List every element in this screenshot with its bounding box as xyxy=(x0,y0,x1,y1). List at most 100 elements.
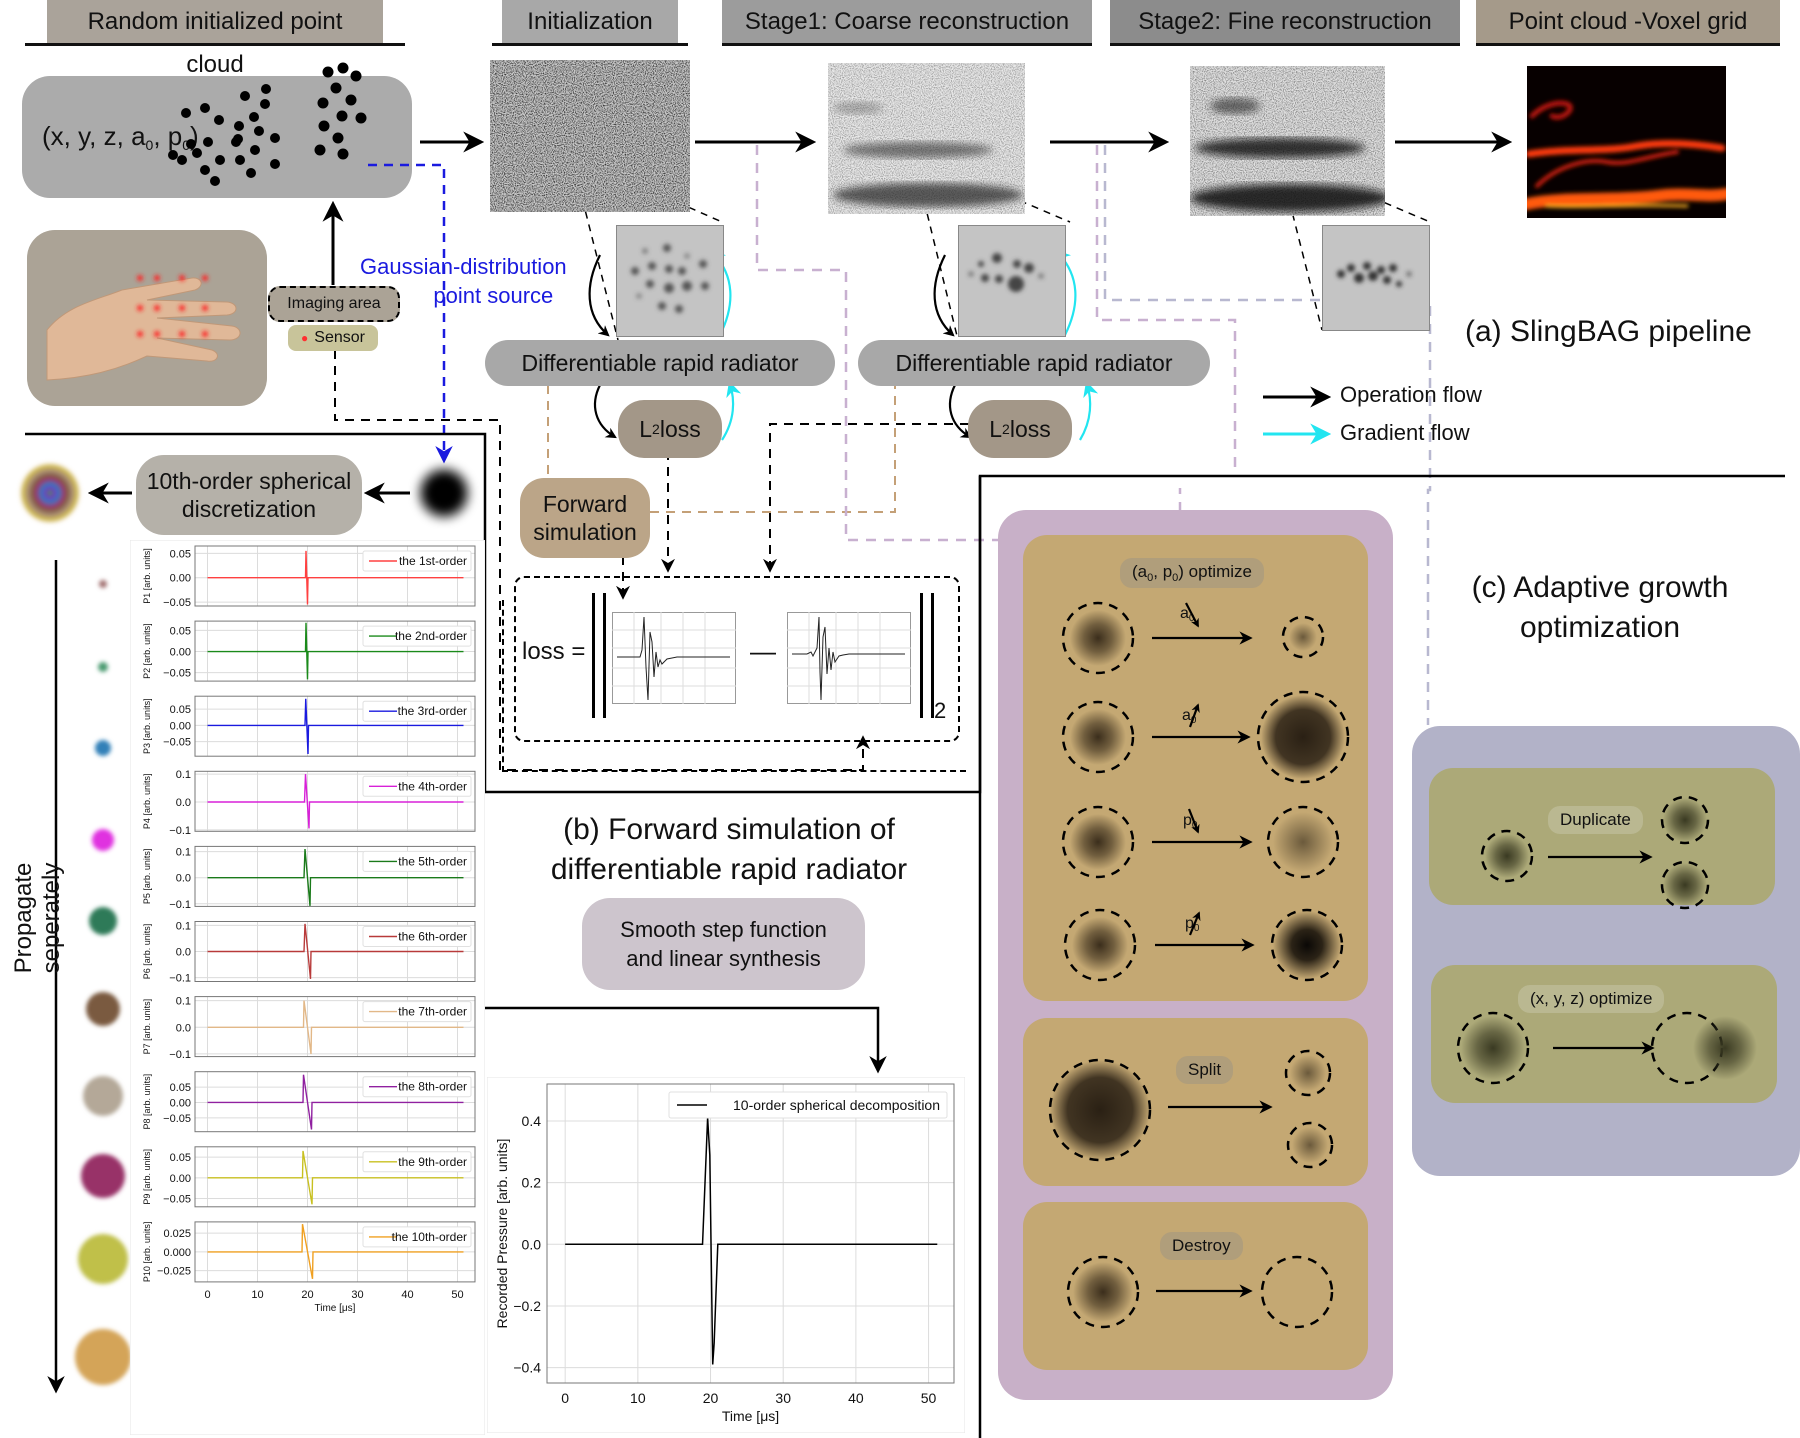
x-tick-label: 30 xyxy=(775,1390,791,1406)
x-tick-label: 50 xyxy=(921,1390,937,1406)
signal-line xyxy=(207,698,464,754)
x-tick-label: 30 xyxy=(351,1289,363,1301)
header-stage1: Stage1: Coarse reconstruction xyxy=(722,0,1092,46)
header-label: Stage2: Fine reconstruction xyxy=(1110,0,1460,43)
minus-sign: — xyxy=(750,636,776,666)
y-tick-label: 0.0 xyxy=(176,797,191,809)
y-axis-label: P2 [arb. units] xyxy=(142,623,152,679)
legend: the 3rd-order xyxy=(362,700,472,722)
norm-right-bars xyxy=(920,593,934,718)
y-axis-label: P8 [arb. units] xyxy=(142,1074,152,1130)
legend-label: 10-order spherical decomposition xyxy=(733,1097,940,1113)
y-tick-label: −0.05 xyxy=(163,1194,191,1206)
forward-sim-link xyxy=(650,380,896,513)
gaussian-link-line xyxy=(368,163,453,464)
plot-frame xyxy=(546,1083,955,1384)
signal-line xyxy=(207,622,464,680)
y-tick-label: −0.05 xyxy=(163,737,191,749)
x-tick-label: 40 xyxy=(848,1390,864,1406)
legend-label: the 7th-order xyxy=(398,1005,467,1019)
gaussian-blobs xyxy=(1050,610,1757,1322)
panel-a-title: (a) SlingBAG pipeline xyxy=(1465,315,1752,348)
y-tick-label: −0.2 xyxy=(513,1298,541,1314)
p0-down-before xyxy=(1061,805,1135,879)
legend-label: the 8th-order xyxy=(398,1080,467,1094)
radiator-stage1: Differentiable rapid radiator xyxy=(485,340,835,386)
plot-frame xyxy=(194,845,476,907)
sensor-text: Sensor xyxy=(314,329,365,346)
subplot-6: 0.10.0−0.1P6 [arb. units]the 6th-order xyxy=(142,920,476,985)
simulated-signal-thumbnail xyxy=(612,612,736,704)
legend-gradient-flow: Gradient flow xyxy=(1340,420,1470,445)
order-sphere-3 xyxy=(95,740,111,756)
subplot-4: 0.10.0−0.1P4 [arb. units]the 4th-order xyxy=(142,769,476,837)
legend-label: the 4th-order xyxy=(398,779,467,793)
plot-frame xyxy=(194,996,476,1058)
stage2-image xyxy=(1190,66,1385,216)
subplot-5: 0.10.0−0.1P5 [arb. units]the 5th-order xyxy=(142,845,476,911)
signal-line xyxy=(207,1000,464,1055)
header-initialization: Initialization xyxy=(492,0,688,46)
y-tick-label: 0.1 xyxy=(176,920,191,932)
order-spheres xyxy=(75,580,131,1385)
signal-line xyxy=(207,1150,464,1205)
y-tick-label: 0.0 xyxy=(522,1236,542,1252)
y-axis-label: P3 [arb. units] xyxy=(142,698,152,754)
x-axis-label: Time [μs] xyxy=(315,1303,356,1314)
legend-box xyxy=(362,1076,472,1098)
order-sphere-1 xyxy=(99,580,107,588)
y-tick-label: 0.1 xyxy=(176,847,191,859)
legend-box xyxy=(362,1001,472,1023)
legend-label: the 9th-order xyxy=(398,1155,467,1169)
legend: the 2nd-order xyxy=(362,625,472,647)
y-tick-label: 0.00 xyxy=(170,1097,191,1109)
y-tick-label: 0.00 xyxy=(170,720,191,732)
signal-line xyxy=(207,1224,464,1280)
order-sphere-2 xyxy=(98,662,108,672)
loss-equation-box xyxy=(514,576,960,742)
legend-box xyxy=(668,1091,948,1119)
legend: the 7th-order xyxy=(362,1001,472,1023)
order-signals-chart: 0.05 0.00 −0.05 P1 [arb. units] the 1st-orde… xyxy=(130,540,485,1435)
y-tick-label: −0.025 xyxy=(157,1266,191,1278)
y-axis-label: P6 [arb. units] xyxy=(142,924,152,980)
plot-frame xyxy=(194,1221,476,1283)
p0-increase-label: p0 xyxy=(1185,915,1200,934)
stage2-to-adaptive-link xyxy=(1103,145,1432,725)
voxel-grid-image xyxy=(1527,66,1726,218)
y-tick-label: 0.0 xyxy=(176,947,191,959)
ring-sphere-icon xyxy=(20,463,80,523)
subplot-3: 0.05 0.00 −0.05 P3 [arb. units] the 3rd-orde… xyxy=(142,695,476,757)
y-axis-label: P5 [arb. units] xyxy=(142,849,152,905)
legend-label: the 2nd-order xyxy=(395,629,467,643)
point-params-label: (x, y, z, a0, p0) xyxy=(42,121,199,153)
destroy-before xyxy=(1066,1255,1140,1329)
legend-box xyxy=(362,700,472,722)
point-cloud-dots-right xyxy=(314,62,367,160)
y-axis-label: P10 [arb. units] xyxy=(142,1222,152,1283)
loss-lhs: loss = xyxy=(522,638,586,665)
legend-label: the 1st-order xyxy=(399,554,467,568)
chart-background xyxy=(487,1077,965,1433)
y-tick-label: −0.1 xyxy=(169,899,191,911)
y-tick-label: 0.025 xyxy=(163,1228,191,1240)
norm-subscript: 2 xyxy=(934,698,947,723)
y-tick-label: 0.05 xyxy=(170,704,191,716)
y-axis-label: P1 [arb. units] xyxy=(142,548,152,604)
plot-frame xyxy=(194,1146,476,1208)
x-tick-label: 10 xyxy=(251,1289,263,1301)
plot-frame xyxy=(194,1071,476,1133)
header-stage2: Stage2: Fine reconstruction xyxy=(1110,0,1460,46)
x-tick-label: 0 xyxy=(561,1390,569,1406)
destroy-tag: Destroy xyxy=(1160,1232,1243,1260)
order-sphere-7 xyxy=(83,1076,123,1116)
legend: the 6th-order xyxy=(362,926,472,947)
header-label: Initialization xyxy=(502,0,678,43)
